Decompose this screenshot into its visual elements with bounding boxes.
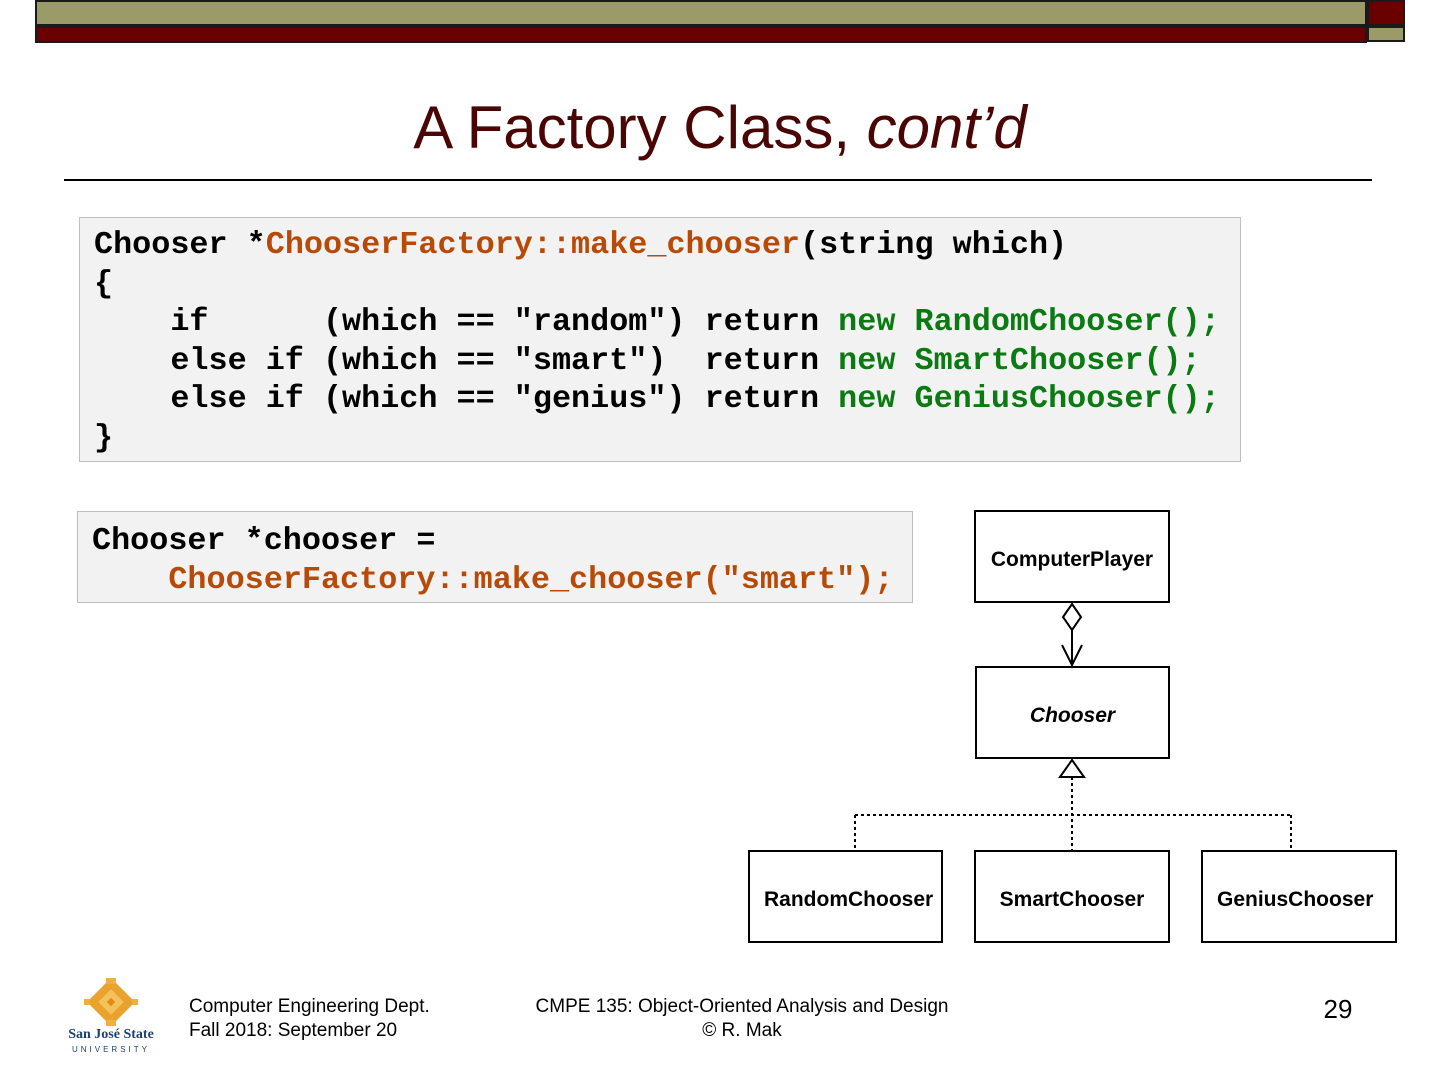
code-text: { xyxy=(94,265,114,302)
code-line: else if (which == "smart") return new Sm… xyxy=(94,342,1240,381)
uml-class-chooser: Chooser xyxy=(975,666,1170,759)
title-main: A Factory Class xyxy=(413,94,834,161)
navigability-arrow xyxy=(1061,644,1083,668)
uml-class-label: RandomChooser xyxy=(764,888,934,911)
code-new-expression: new GeniusChooser(); xyxy=(838,381,1220,417)
code-method-call: ChooserFactory::make_chooser("smart"); xyxy=(168,561,894,598)
code-new-expression: new RandomChooser(); xyxy=(838,304,1220,340)
code-text: } xyxy=(94,419,114,456)
code-method-name: ChooserFactory::make_chooser xyxy=(265,227,801,263)
uml-class-label: Chooser xyxy=(1029,704,1116,727)
uml-class-label: SmartChooser xyxy=(999,888,1145,911)
usage-code-block: Chooser *chooser = ChooserFactory::make_… xyxy=(77,511,913,603)
header-square-red xyxy=(1367,0,1405,26)
uml-class-computer-player: ComputerPlayer xyxy=(974,510,1170,603)
header-square-olive xyxy=(1367,26,1405,42)
code-text: else if (which == "genius") return xyxy=(94,381,839,417)
code-new-expression: new SmartChooser(); xyxy=(838,342,1201,379)
title-suffix: cont’d xyxy=(866,94,1027,161)
code-line: else if (which == "genius") return new G… xyxy=(94,380,1240,419)
uml-class-label: GeniusChooser xyxy=(1217,888,1374,911)
generalization-triangle xyxy=(1058,758,1086,778)
page-number: 29 xyxy=(1323,994,1353,1024)
uml-class-label: ComputerPlayer xyxy=(990,548,1154,571)
footer-center: CMPE 135: Object-Oriented Analysis and D… xyxy=(495,995,989,1043)
footer-dept: Computer Engineering Dept. xyxy=(189,996,430,1017)
code-line: } xyxy=(94,419,1240,458)
code-text: (string which) xyxy=(800,227,1068,263)
slide-title: A Factory Class, cont’d xyxy=(413,94,1027,161)
title-rule xyxy=(64,179,1372,181)
code-line: Chooser *chooser = xyxy=(92,522,912,561)
logo-subtext: UNIVERSITY xyxy=(71,1045,150,1054)
realization-lines xyxy=(854,777,1292,850)
code-text: if (which == "random") return xyxy=(94,304,839,340)
logo-wordmark: San José State xyxy=(68,1027,154,1042)
code-line: ChooserFactory::make_chooser("smart"); xyxy=(92,561,912,600)
aggregation-diamond xyxy=(1061,602,1083,632)
footer-date: Fall 2018: September 20 xyxy=(189,1020,398,1041)
footer-left: Computer Engineering Dept. Fall 2018: Se… xyxy=(189,995,430,1043)
footer-course: CMPE 135: Object-Oriented Analysis and D… xyxy=(535,996,949,1017)
factory-method-code-block: Chooser *ChooserFactory::make_chooser(st… xyxy=(79,217,1241,462)
code-line: { xyxy=(94,265,1240,304)
uml-class-smart-chooser: SmartChooser xyxy=(974,850,1170,943)
header-bar-olive xyxy=(35,0,1367,26)
university-logo-icon xyxy=(84,978,138,1027)
code-text: else if (which == "smart") return xyxy=(94,342,839,379)
code-text: Chooser *chooser = xyxy=(92,523,436,559)
uml-class-random-chooser: RandomChooser xyxy=(748,850,943,943)
header-bar-red xyxy=(35,26,1367,43)
code-line: if (which == "random") return new Random… xyxy=(94,303,1240,342)
code-line: Chooser *ChooserFactory::make_chooser(st… xyxy=(94,226,1240,265)
footer-author: © R. Mak xyxy=(702,1020,782,1041)
code-text: Chooser * xyxy=(94,227,266,263)
uml-class-genius-chooser: GeniusChooser xyxy=(1201,850,1397,943)
